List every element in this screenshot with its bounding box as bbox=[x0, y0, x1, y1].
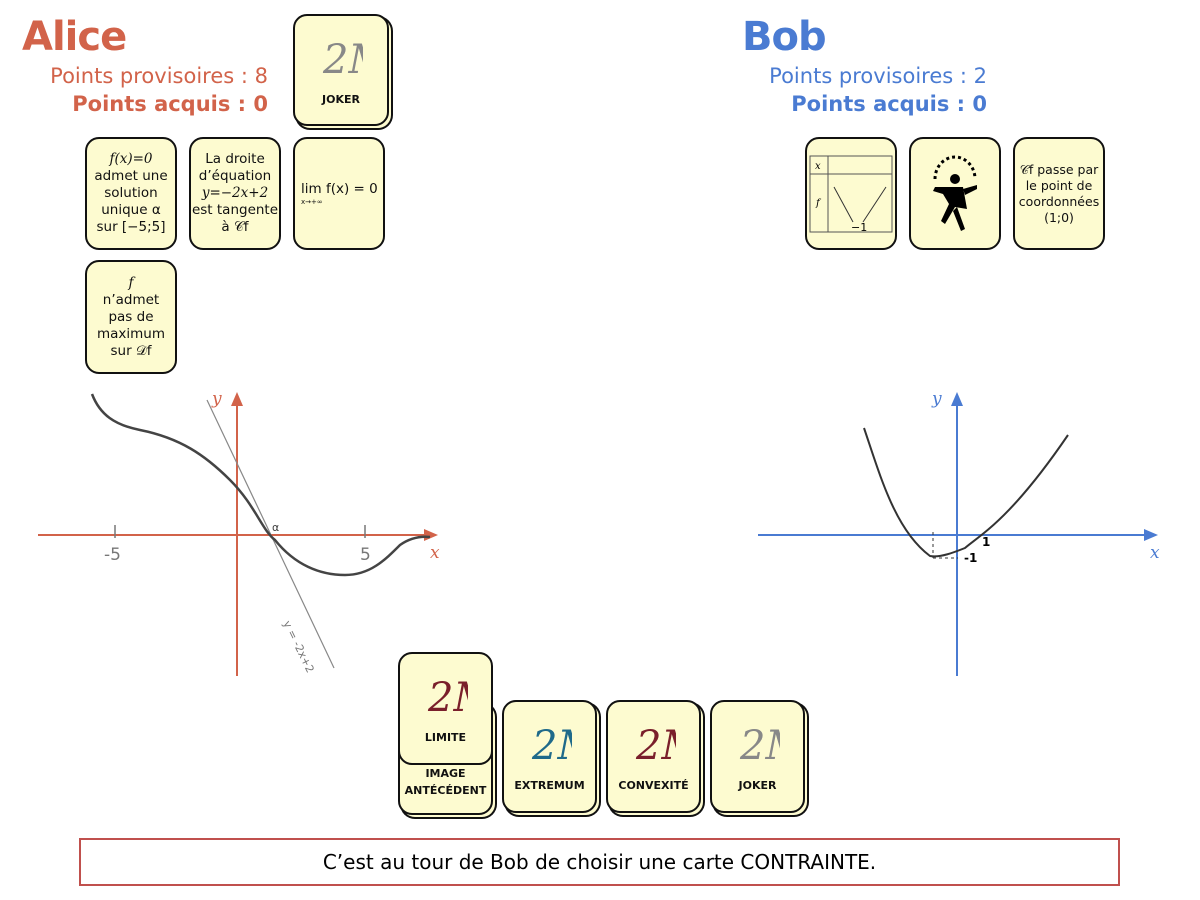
jester-icon bbox=[933, 155, 977, 231]
bob-card-joker[interactable] bbox=[909, 137, 1001, 250]
alice-acquired-points: Points acquis : 0 bbox=[72, 92, 268, 116]
logo-icon: 2M bbox=[739, 723, 780, 769]
card-label: JOKER bbox=[738, 779, 777, 792]
alpha-label: α bbox=[272, 521, 279, 534]
alice-joker-deck[interactable]: 2M JOKER bbox=[293, 14, 389, 126]
card-math: f bbox=[128, 274, 134, 291]
tick-label: -5 bbox=[104, 545, 121, 565]
player-name-bob: Bob bbox=[742, 14, 827, 60]
constraint-card-extremum[interactable]: 2M EXTREMUM bbox=[502, 700, 597, 813]
alice-card-tangent[interactable]: La droite d’équation y=−2x+2 est tangent… bbox=[189, 137, 281, 250]
card-text: lim f(x) = 0 bbox=[301, 181, 378, 197]
status-message: C’est au tour de Bob de choisir une cart… bbox=[79, 838, 1120, 886]
constraint-card-limite[interactable]: 2M LIMITE bbox=[398, 652, 493, 765]
tick-label: 1 bbox=[982, 535, 990, 549]
card-text: est tangente à 𝒞f bbox=[191, 202, 279, 235]
x-label: x bbox=[1150, 543, 1160, 563]
x-label: x bbox=[430, 543, 440, 563]
player-name-alice: Alice bbox=[22, 14, 127, 60]
y-axis-arrow-icon bbox=[231, 392, 243, 406]
card-text: 𝒞f passe par le point de coordonnées (1;… bbox=[1018, 161, 1100, 225]
tangent-label: y = -2x+2 bbox=[280, 619, 316, 675]
bob-card-point[interactable]: 𝒞f passe par le point de coordonnées (1;… bbox=[1013, 137, 1105, 250]
card-subscript: x→+∞ bbox=[301, 198, 323, 206]
tick-label: -1 bbox=[964, 551, 977, 565]
function-curve bbox=[90, 393, 431, 577]
bob-provisional-points: Points provisoires : 2 bbox=[769, 64, 987, 88]
alice-provisional-points: Points provisoires : 8 bbox=[50, 64, 268, 88]
card-label: EXTREMUM bbox=[514, 779, 585, 792]
bob-card-variation-table[interactable]: x f −1 bbox=[805, 137, 897, 250]
card-text: n’admet pas de maximum sur 𝒟f bbox=[96, 291, 166, 359]
bob-acquired-points: Points acquis : 0 bbox=[791, 92, 987, 116]
x-axis-arrow-icon bbox=[424, 529, 438, 541]
y-label: y bbox=[931, 389, 942, 409]
y-axis-arrow-icon bbox=[951, 392, 963, 406]
svg-text:2M: 2M bbox=[635, 723, 676, 769]
logo-icon: 2M bbox=[427, 675, 468, 721]
alice-card-maximum[interactable]: f n’admet pas de maximum sur 𝒟f bbox=[85, 260, 177, 374]
tick-label: 5 bbox=[360, 545, 371, 565]
table-f: f bbox=[815, 198, 822, 209]
constraint-card-convexite[interactable]: 2M CONVEXITÉ bbox=[606, 700, 701, 813]
constraint-card-joker[interactable]: 2M JOKER bbox=[710, 700, 805, 813]
card-math: y=−2x+2 bbox=[201, 185, 269, 201]
table-min: −1 bbox=[851, 221, 867, 234]
alice-card-limit[interactable]: lim f(x) = 0 x→+∞ bbox=[293, 137, 385, 250]
card-math: f(x)=0 bbox=[109, 151, 153, 167]
svg-text:2M: 2M bbox=[531, 723, 572, 769]
variation-table: x f −1 bbox=[809, 155, 893, 234]
alice-graph: -5 5 x y α y = -2x+2 bbox=[38, 389, 440, 676]
card-text: La droite d’équation bbox=[198, 151, 272, 184]
svg-text:2M: 2M bbox=[427, 675, 468, 721]
logo-icon: 2M bbox=[635, 723, 676, 769]
card-text: admet une solution unique α sur [−5;5] bbox=[94, 168, 168, 235]
card-label: LIMITE bbox=[424, 731, 467, 744]
svg-text:2M: 2M bbox=[739, 723, 780, 769]
card-label: JOKER bbox=[322, 92, 360, 106]
logo-icon: 2M bbox=[531, 723, 572, 769]
logo-icon: 2M bbox=[322, 37, 363, 83]
bob-graph: x y 1 -1 bbox=[758, 389, 1160, 676]
alice-card-solution[interactable]: f(x)=0 admet une solution unique α sur [… bbox=[85, 137, 177, 250]
x-axis-arrow-icon bbox=[1144, 529, 1158, 541]
table-x: x bbox=[815, 161, 821, 172]
function-curve bbox=[863, 427, 1069, 558]
card-label: CONVEXITÉ bbox=[618, 779, 689, 792]
card-label: IMAGE ANTÉCÉDENT bbox=[404, 767, 487, 797]
svg-text:2M: 2M bbox=[322, 37, 363, 83]
y-label: y bbox=[211, 389, 222, 409]
